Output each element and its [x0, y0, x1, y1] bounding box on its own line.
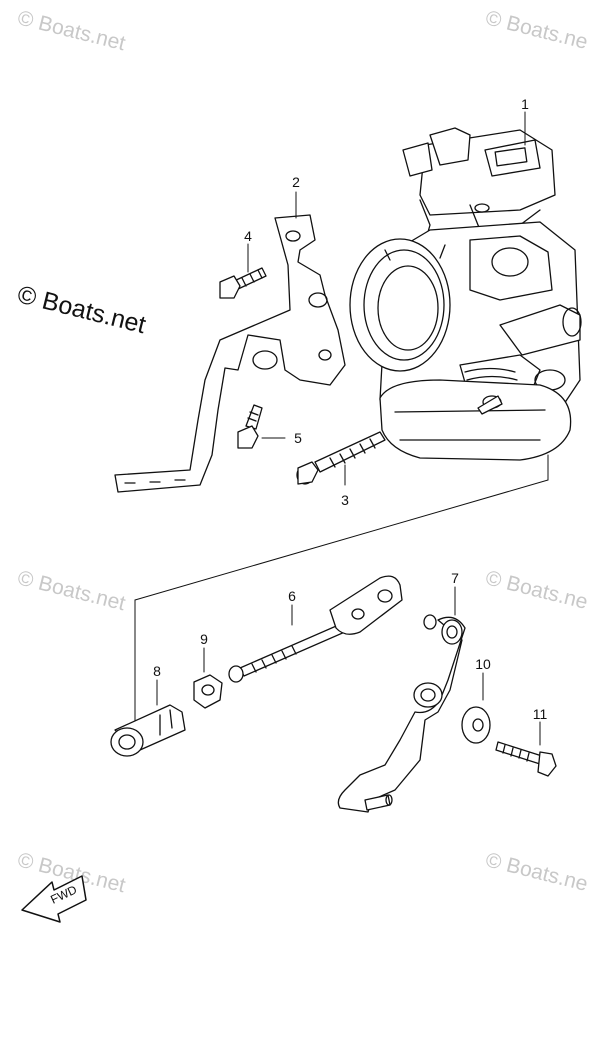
throttle-body-part — [349, 127, 582, 461]
bracket-part — [114, 214, 346, 493]
ball-joint-part — [110, 704, 186, 757]
nut-part — [193, 674, 223, 709]
leader-lines — [134, 111, 549, 746]
callout-10: 10 — [475, 656, 491, 672]
bolt-5-part — [237, 404, 263, 449]
rod-link-part — [228, 575, 437, 683]
callout-7: 7 — [451, 570, 459, 586]
callout-4: 4 — [244, 228, 252, 244]
bolt-11-part — [495, 741, 557, 777]
callout-5: 5 — [294, 430, 302, 446]
long-bolt-part — [296, 431, 386, 485]
callout-3: 3 — [341, 492, 349, 508]
callout-8: 8 — [153, 663, 161, 679]
callout-1: 1 — [521, 96, 529, 112]
callout-11: 11 — [532, 706, 548, 722]
throttle-lever-part — [337, 616, 466, 813]
bolt-4-part — [219, 267, 267, 299]
callout-9: 9 — [200, 631, 208, 647]
fwd-arrow-icon: FWD — [21, 875, 87, 923]
washer-part — [461, 706, 491, 744]
callout-2: 2 — [292, 174, 300, 190]
callout-6: 6 — [288, 588, 296, 604]
